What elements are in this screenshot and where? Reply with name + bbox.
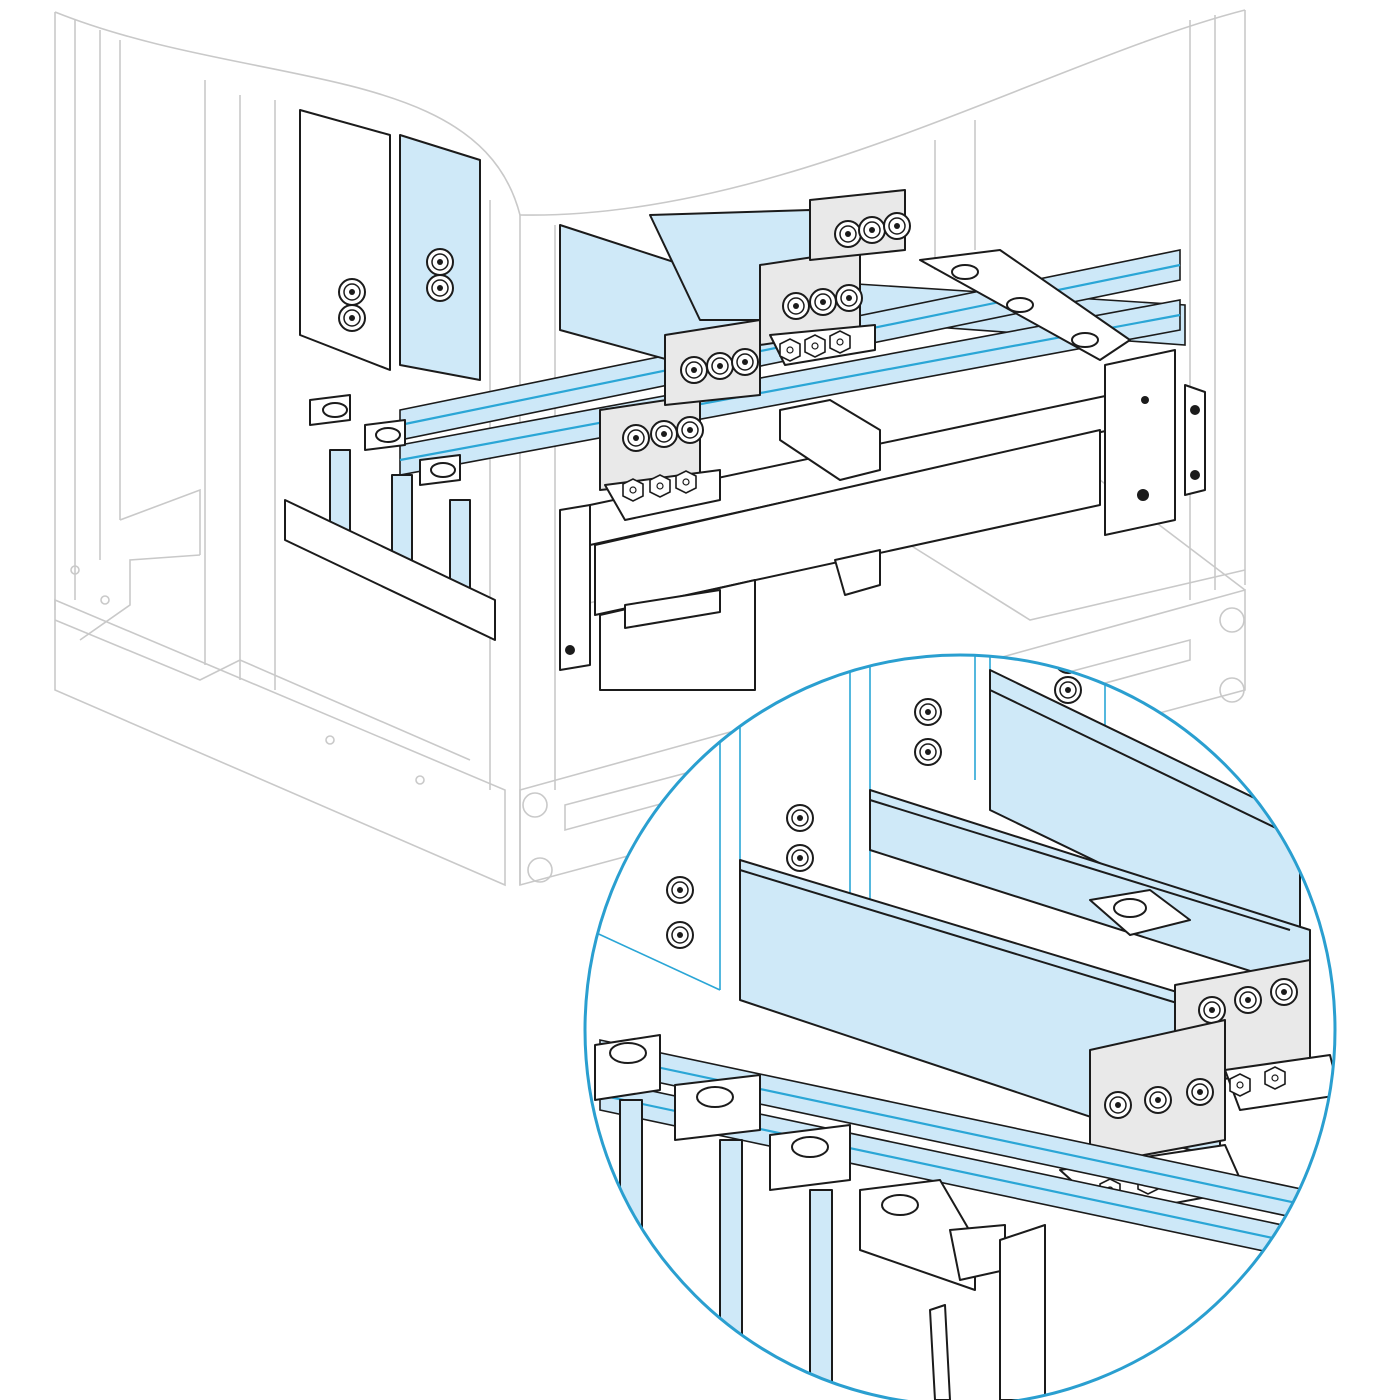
lower-support-rail xyxy=(559,504,881,691)
detail-magnifier-callout xyxy=(583,653,1337,1400)
enclosure-frame xyxy=(54,9,1246,887)
busbar-connection-blocks xyxy=(559,189,1131,521)
busbar-support-left xyxy=(284,394,496,641)
end-plate-bracket xyxy=(1104,349,1206,536)
back-mounting-plate xyxy=(299,109,481,381)
